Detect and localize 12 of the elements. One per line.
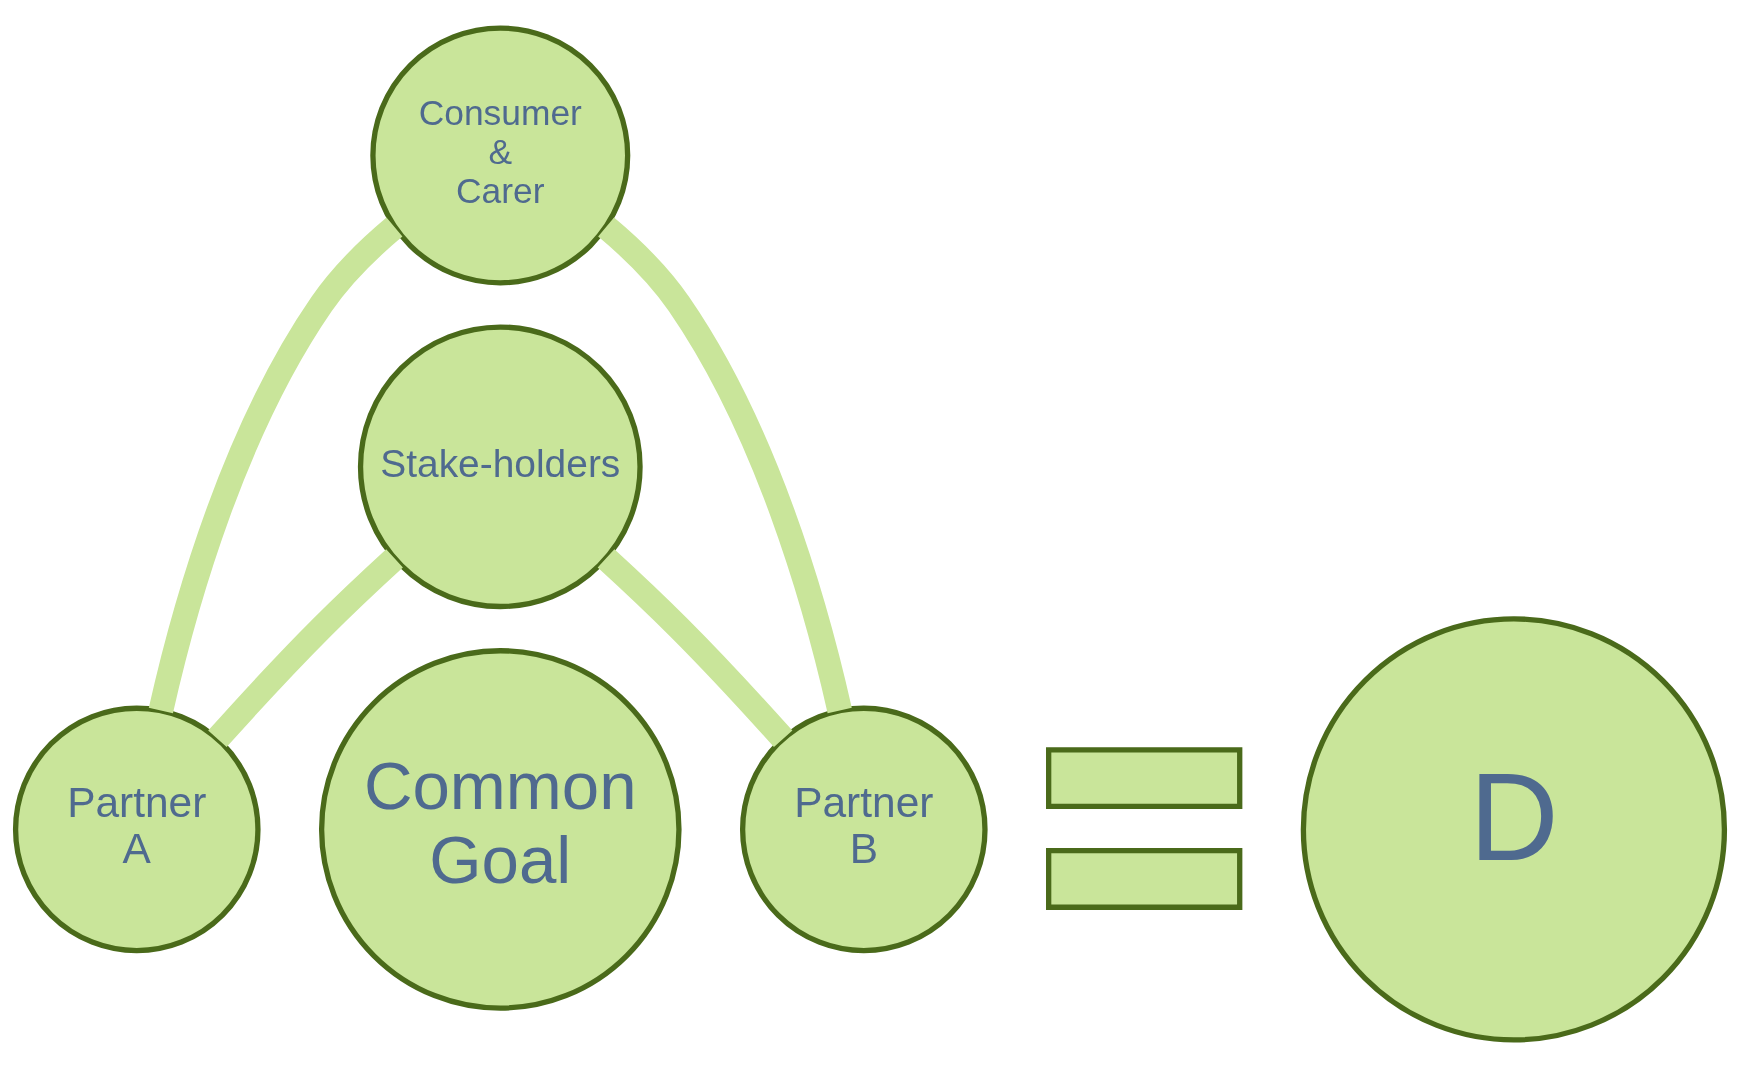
node-circle: Partner A [12,705,261,954]
node-circle: Consumer & Carer [370,25,631,286]
connector [208,549,403,748]
node-bar [1046,747,1243,810]
node-circle: D [1300,616,1728,1043]
node-circle: Stake-holders [357,324,643,610]
connector [597,549,793,748]
connector [598,217,852,714]
node-circle: Common Goal [318,648,682,1011]
node-circle: Partner B [739,705,988,954]
node-bar [1046,848,1243,910]
connector [148,217,403,714]
